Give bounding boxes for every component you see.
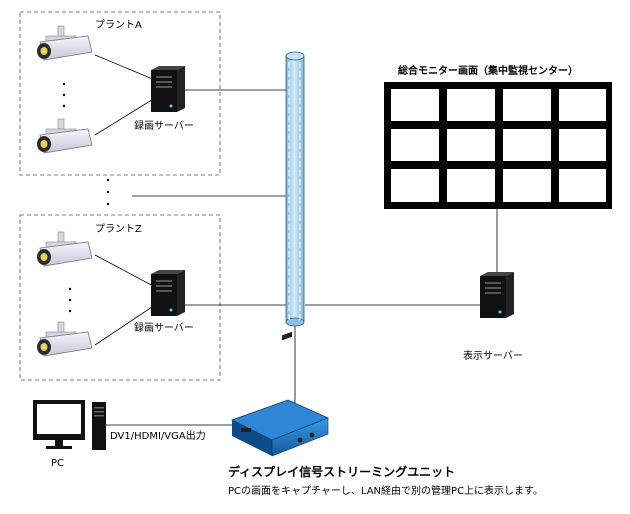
connection-lines	[94, 54, 498, 426]
display-server-label: 表示サーバー	[463, 351, 523, 362]
camera-icon	[36, 231, 93, 267]
pc-label: PC	[51, 458, 65, 469]
plant-z-frame	[19, 214, 221, 381]
unit-title: ディスプレイ信号ストリーミングユニット	[228, 465, 456, 479]
camera-icon	[36, 25, 93, 61]
streaming-unit-icon	[230, 331, 330, 457]
pc-tower-icon	[92, 402, 106, 450]
plant-a-label: プラントA	[95, 20, 142, 31]
monitor-wall-label: 総合モニター画面（集中監視センター）	[398, 66, 578, 77]
lan-backbone	[285, 51, 305, 327]
monitor-wall	[384, 82, 612, 209]
plant-a-server-label: 録画サーバー	[134, 121, 194, 132]
ellipsis-dots	[62, 82, 110, 313]
server-icon	[480, 272, 514, 318]
camera-icon	[36, 321, 93, 357]
unit-subtitle: PCの画面をキャプチャーし、LAN経由で別の管理PC上に表示します。	[228, 486, 544, 497]
pc-output-label: DV1/HDMI/VGA出力	[110, 431, 206, 442]
server-icon	[151, 66, 185, 112]
plant-z-server-label: 録画サーバー	[134, 323, 194, 334]
plant-z-label: プラントZ	[95, 224, 142, 235]
camera-icon	[36, 118, 93, 154]
pc-monitor-icon	[33, 400, 85, 449]
server-icon	[151, 270, 185, 316]
plant-a-frame	[19, 11, 221, 176]
